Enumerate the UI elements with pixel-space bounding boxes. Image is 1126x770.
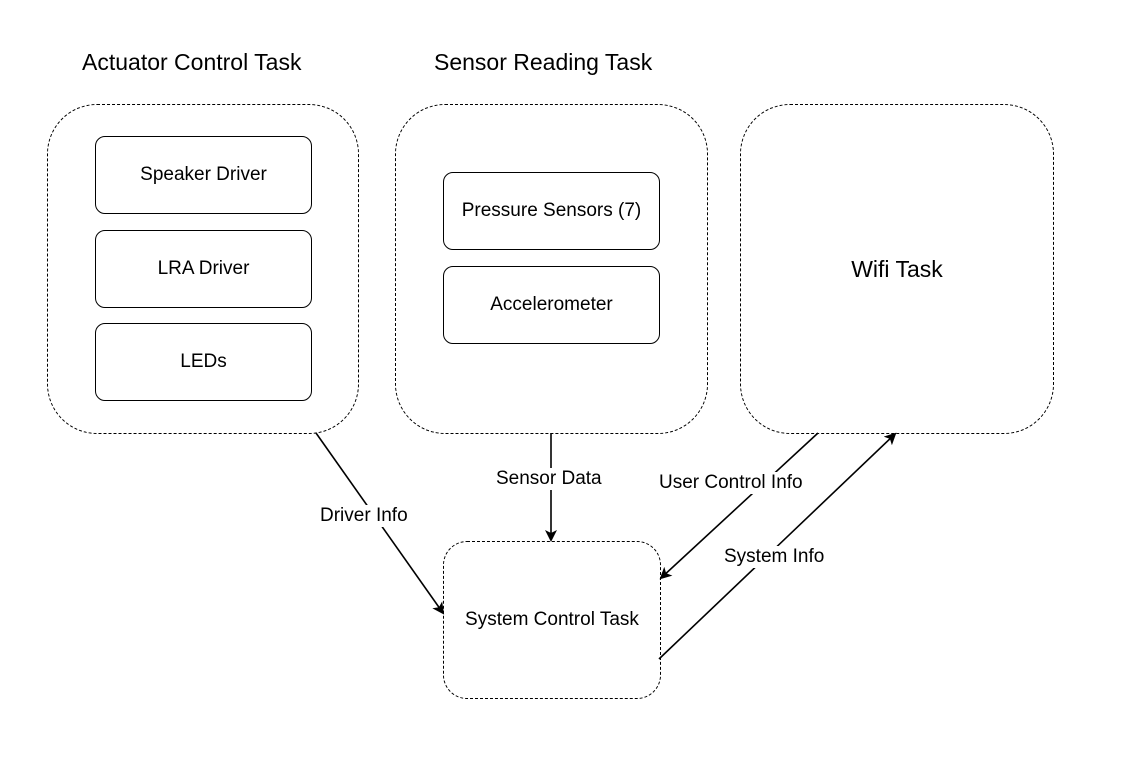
driver-info-label: Driver Info — [318, 505, 410, 527]
actuator-control-task-group — [47, 104, 359, 434]
sensor-data-label: Sensor Data — [494, 468, 604, 490]
system-control-task-label: System Control Task — [465, 609, 639, 630]
wifi-task-label: Wifi Task — [851, 255, 943, 282]
system-control-task-group — [443, 541, 661, 699]
accelerometer-node: Accelerometer — [443, 266, 660, 344]
actuator-group-title: Actuator Control Task — [82, 49, 302, 75]
speaker-driver-node: Speaker Driver — [95, 136, 312, 214]
sensor-reading-task-group — [395, 104, 708, 434]
edge-user-control-info — [659, 432, 819, 580]
wifi-task-group — [740, 104, 1054, 434]
leds-node: LEDs — [95, 323, 312, 401]
pressure-sensors-node: Pressure Sensors (7) — [443, 172, 660, 250]
system-info-label: System Info — [722, 546, 827, 568]
lra-driver-node: LRA Driver — [95, 230, 312, 308]
user-control-info-label: User Control Info — [657, 472, 805, 494]
sensor-group-title: Sensor Reading Task — [434, 49, 653, 75]
